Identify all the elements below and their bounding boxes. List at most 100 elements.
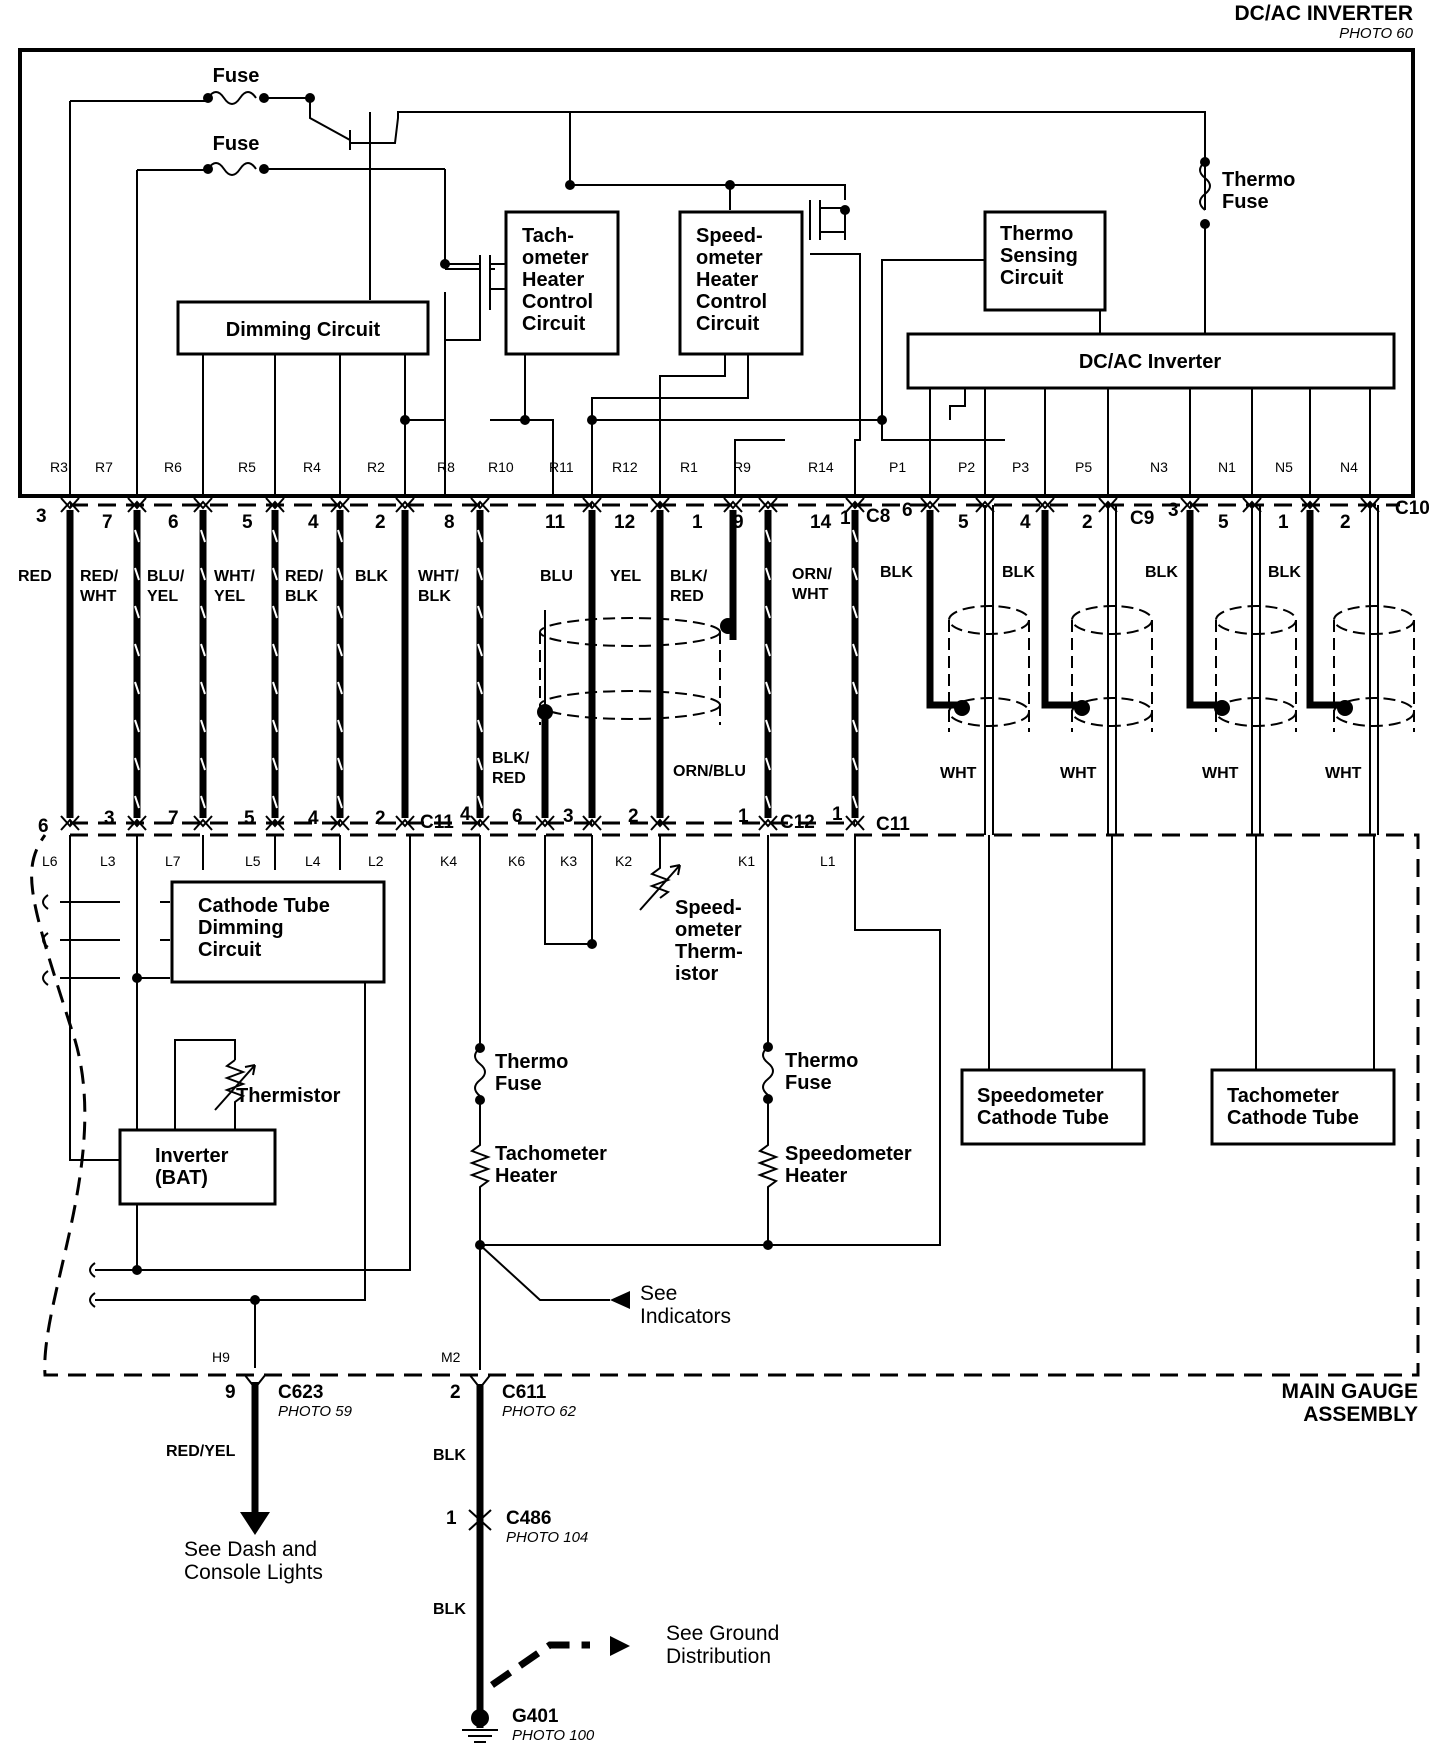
- gauge-title-1: MAIN GAUGE: [1282, 1380, 1419, 1403]
- wire-stripe: [200, 719, 206, 733]
- mosfet-tach-icon: [440, 169, 505, 340]
- terminal-r9: R9: [733, 459, 751, 475]
- terminal-r11: R11: [549, 459, 574, 475]
- label-wht-3: WHT: [1202, 765, 1239, 782]
- see-ground-l1: See Ground: [666, 1622, 779, 1645]
- speedo-control-l4: Control: [696, 291, 767, 313]
- thermo-fuse-label-1: Thermo: [1222, 169, 1295, 191]
- terminal-k2: K2: [615, 853, 632, 869]
- terminal-r3: R3: [50, 459, 68, 475]
- pin-mid-4: 4: [308, 808, 319, 829]
- connector-chevron-icon: [127, 815, 147, 831]
- wire-stripe: [134, 757, 140, 771]
- pin-mid-5: 5: [244, 808, 255, 829]
- wire-stripe: [765, 605, 771, 619]
- cathode-dimming-l3: Circuit: [198, 939, 262, 961]
- thermo-sensing-l1: Thermo: [1000, 223, 1073, 245]
- wire-stripe: [200, 529, 206, 543]
- shield-tach-2-icon: [1333, 605, 1415, 635]
- connector-chevron-icon: [265, 497, 285, 513]
- pin-mid-4b: 4: [460, 804, 471, 825]
- see-dash-l1: See Dash and: [184, 1538, 317, 1561]
- shield-drain-icon: [1214, 700, 1230, 716]
- label-yel: YEL: [610, 568, 641, 585]
- label-red-wht-1: RED/: [80, 568, 119, 585]
- terminal-k6: K6: [508, 853, 525, 869]
- speedo-thermistor-l2: ometer: [675, 919, 742, 941]
- terminal-r1: R1: [680, 459, 698, 475]
- gauge-assembly: MAIN GAUGE ASSEMBLY L6 L3 L7 L5 L4 L2 K4…: [30, 833, 1420, 1426]
- wire-stripe: [272, 643, 278, 657]
- label-wht-4: WHT: [1325, 765, 1362, 782]
- wire-stripe: [477, 529, 483, 543]
- wire-thermo-fuse-feed: [590, 111, 1206, 210]
- c623-photo: PHOTO 59: [278, 1403, 353, 1420]
- speedo-cathode-box: [960, 1068, 1146, 1146]
- label-red-blk-1: RED/: [285, 568, 324, 585]
- thermo-fuse-speedo-icon: [762, 1042, 774, 1104]
- see-indicators-l2: Indicators: [640, 1305, 731, 1328]
- thermo-fuse-tach-l1: Thermo: [495, 1051, 568, 1073]
- connector-chevron-icon: [535, 815, 555, 831]
- fuse-1-icon: [70, 91, 310, 105]
- connector-chevron-icon: [582, 815, 602, 831]
- terminal-r10: R10: [488, 459, 514, 475]
- terminal-r5: R5: [238, 459, 256, 475]
- connector-c12: C12: [780, 812, 815, 833]
- terminal-l4: L4: [305, 853, 321, 869]
- pin-top-1: 1: [692, 512, 703, 533]
- c611-photo: PHOTO 62: [502, 1403, 577, 1420]
- terminal-p3: P3: [1012, 459, 1029, 475]
- wire-stripe: [337, 529, 343, 543]
- connector-c11b: C11: [876, 814, 910, 835]
- label-blk-red-lower-1: BLK/: [492, 750, 530, 767]
- pin-mid-1: 1: [738, 806, 749, 827]
- terminal-m2: M2: [441, 1349, 461, 1365]
- wire-stripe: [134, 529, 140, 543]
- connector-chevron-icon: [1180, 497, 1200, 513]
- wire-stripe: [272, 795, 278, 809]
- pin-top-1b: 1: [840, 508, 851, 529]
- splice-markers: [42, 894, 96, 1308]
- shield-drain-icon: [537, 704, 553, 720]
- wire-stripe: [765, 681, 771, 695]
- pin-top-9: 9: [733, 512, 744, 533]
- gauge-title-2: ASSEMBLY: [1303, 1403, 1418, 1426]
- label-orn-wht-2: WHT: [792, 586, 829, 603]
- dcac-inverter-box: [906, 332, 1396, 390]
- wire-heater-feed: [569, 112, 846, 200]
- tach-heater-icon: [469, 1100, 491, 1370]
- speedo-thermistor-l4: istor: [675, 963, 719, 985]
- pin-top-8: 8: [444, 512, 455, 533]
- terminal-p1: P1: [889, 459, 906, 475]
- top-connector-chevrons: [60, 497, 1380, 513]
- label-blk-red-lower-2: RED: [492, 770, 526, 787]
- wire-stripe: [337, 681, 343, 695]
- fuse-2-icon: [137, 162, 445, 176]
- wire-stripe: [272, 719, 278, 733]
- connector-chevron-icon: [845, 497, 865, 513]
- down-arrow-icon: [240, 1512, 270, 1535]
- label-wht-yel-1: WHT/: [214, 568, 255, 585]
- wire-thermo-sensing: [881, 259, 1005, 441]
- shield-speedo-2-icon: [1071, 620, 1153, 732]
- top-pin-numbers: 3 7 6 5 4 2 8 11 12 1 9 14 1 6 5 4 2 3 5…: [36, 498, 1430, 533]
- label-blu: BLU: [540, 568, 573, 585]
- wire-stripe: [477, 643, 483, 657]
- pin-top-3: 3: [36, 506, 47, 527]
- connector-c8: C8: [866, 506, 890, 527]
- wire-blk-shield-4: [1306, 510, 1345, 709]
- pin-top-6b: 6: [902, 500, 913, 521]
- pin-mid-6: 6: [38, 816, 49, 837]
- label-wht-2: WHT: [1060, 765, 1097, 782]
- shield-main-icon: [539, 690, 721, 720]
- wire-r11: [524, 354, 554, 496]
- thermo-fuse-speedo-l2: Fuse: [785, 1072, 832, 1094]
- label-blk-ground-1: BLK: [433, 1447, 466, 1464]
- inverter-bat-box: [118, 1128, 277, 1206]
- inverter-terminal-labels: R3 R7 R6 R5 R4 R2 R8 R10 R11 R12 R1 R9 R…: [50, 459, 1358, 475]
- speedo-control-l1: Speed-: [696, 225, 763, 247]
- wire-stripe: [200, 567, 206, 581]
- shield-drain-icon: [954, 700, 970, 716]
- label-blk: BLK: [355, 568, 388, 585]
